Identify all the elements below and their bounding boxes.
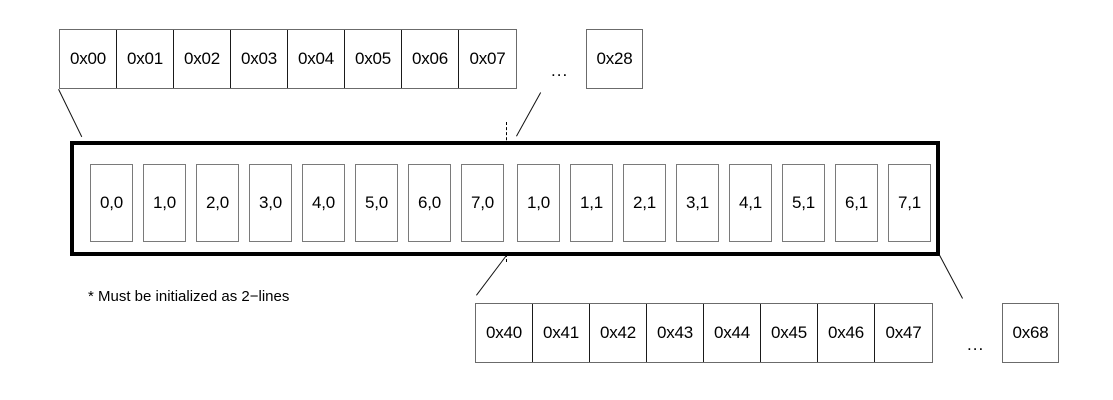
memory-cell: 2,1 (623, 164, 666, 242)
bottom-address-cell: 0x46 (818, 304, 875, 362)
leader-line-bottom-right (939, 255, 964, 299)
memory-cell: 1,1 (570, 164, 613, 242)
memory-cell: 6,1 (835, 164, 878, 242)
top-address-cell: 0x05 (345, 30, 402, 88)
memory-cell: 5,1 (782, 164, 825, 242)
bottom-address-cell: 0x43 (647, 304, 704, 362)
leader-line-top-right (516, 92, 542, 137)
top-address-cell: 0x00 (60, 30, 117, 88)
memory-cell: 1,0 (143, 164, 186, 242)
memory-cell: 7,1 (888, 164, 931, 242)
top-address-cell: 0x01 (117, 30, 174, 88)
bottom-address-cell: 0x41 (533, 304, 590, 362)
memory-cell: 7,0 (461, 164, 504, 242)
memory-cell: 4,1 (729, 164, 772, 242)
top-address-cell: 0x02 (174, 30, 231, 88)
leader-line-top-left (58, 89, 83, 138)
memory-cell: 0,0 (90, 164, 133, 242)
top-end-address-box: 0x28 (586, 29, 643, 89)
top-address-cell: 0x06 (402, 30, 459, 88)
bottom-end-address-box: 0x68 (1002, 303, 1059, 363)
bottom-address-cell: 0x40 (476, 304, 533, 362)
top-address-cell: 0x04 (288, 30, 345, 88)
top-address-table: 0x00 0x01 0x02 0x03 0x04 0x05 0x06 0x07 (59, 29, 517, 89)
top-address-cell: 0x03 (231, 30, 288, 88)
memory-cell: 5,0 (355, 164, 398, 242)
memory-cell: 1,0 (517, 164, 560, 242)
bottom-address-table: 0x40 0x41 0x42 0x43 0x44 0x45 0x46 0x47 (475, 303, 933, 363)
leader-line-bottom-left (476, 255, 507, 296)
top-table-ellipsis: ... (551, 61, 569, 80)
bottom-address-cell: 0x42 (590, 304, 647, 362)
memory-cell: 4,0 (302, 164, 345, 242)
memory-cell: 2,0 (196, 164, 239, 242)
bottom-address-cell: 0x47 (875, 304, 932, 362)
memory-cell: 3,0 (249, 164, 292, 242)
memory-cell: 6,0 (408, 164, 451, 242)
bottom-address-cell: 0x45 (761, 304, 818, 362)
top-address-cell: 0x07 (459, 30, 516, 88)
memory-bar: 0,0 1,0 2,0 3,0 4,0 5,0 6,0 7,0 1,0 1,1 … (70, 141, 940, 256)
memory-cell: 3,1 (676, 164, 719, 242)
bottom-table-ellipsis: ... (967, 335, 985, 354)
bottom-address-cell: 0x44 (704, 304, 761, 362)
footnote-text: * Must be initialized as 2−lines (88, 288, 290, 305)
